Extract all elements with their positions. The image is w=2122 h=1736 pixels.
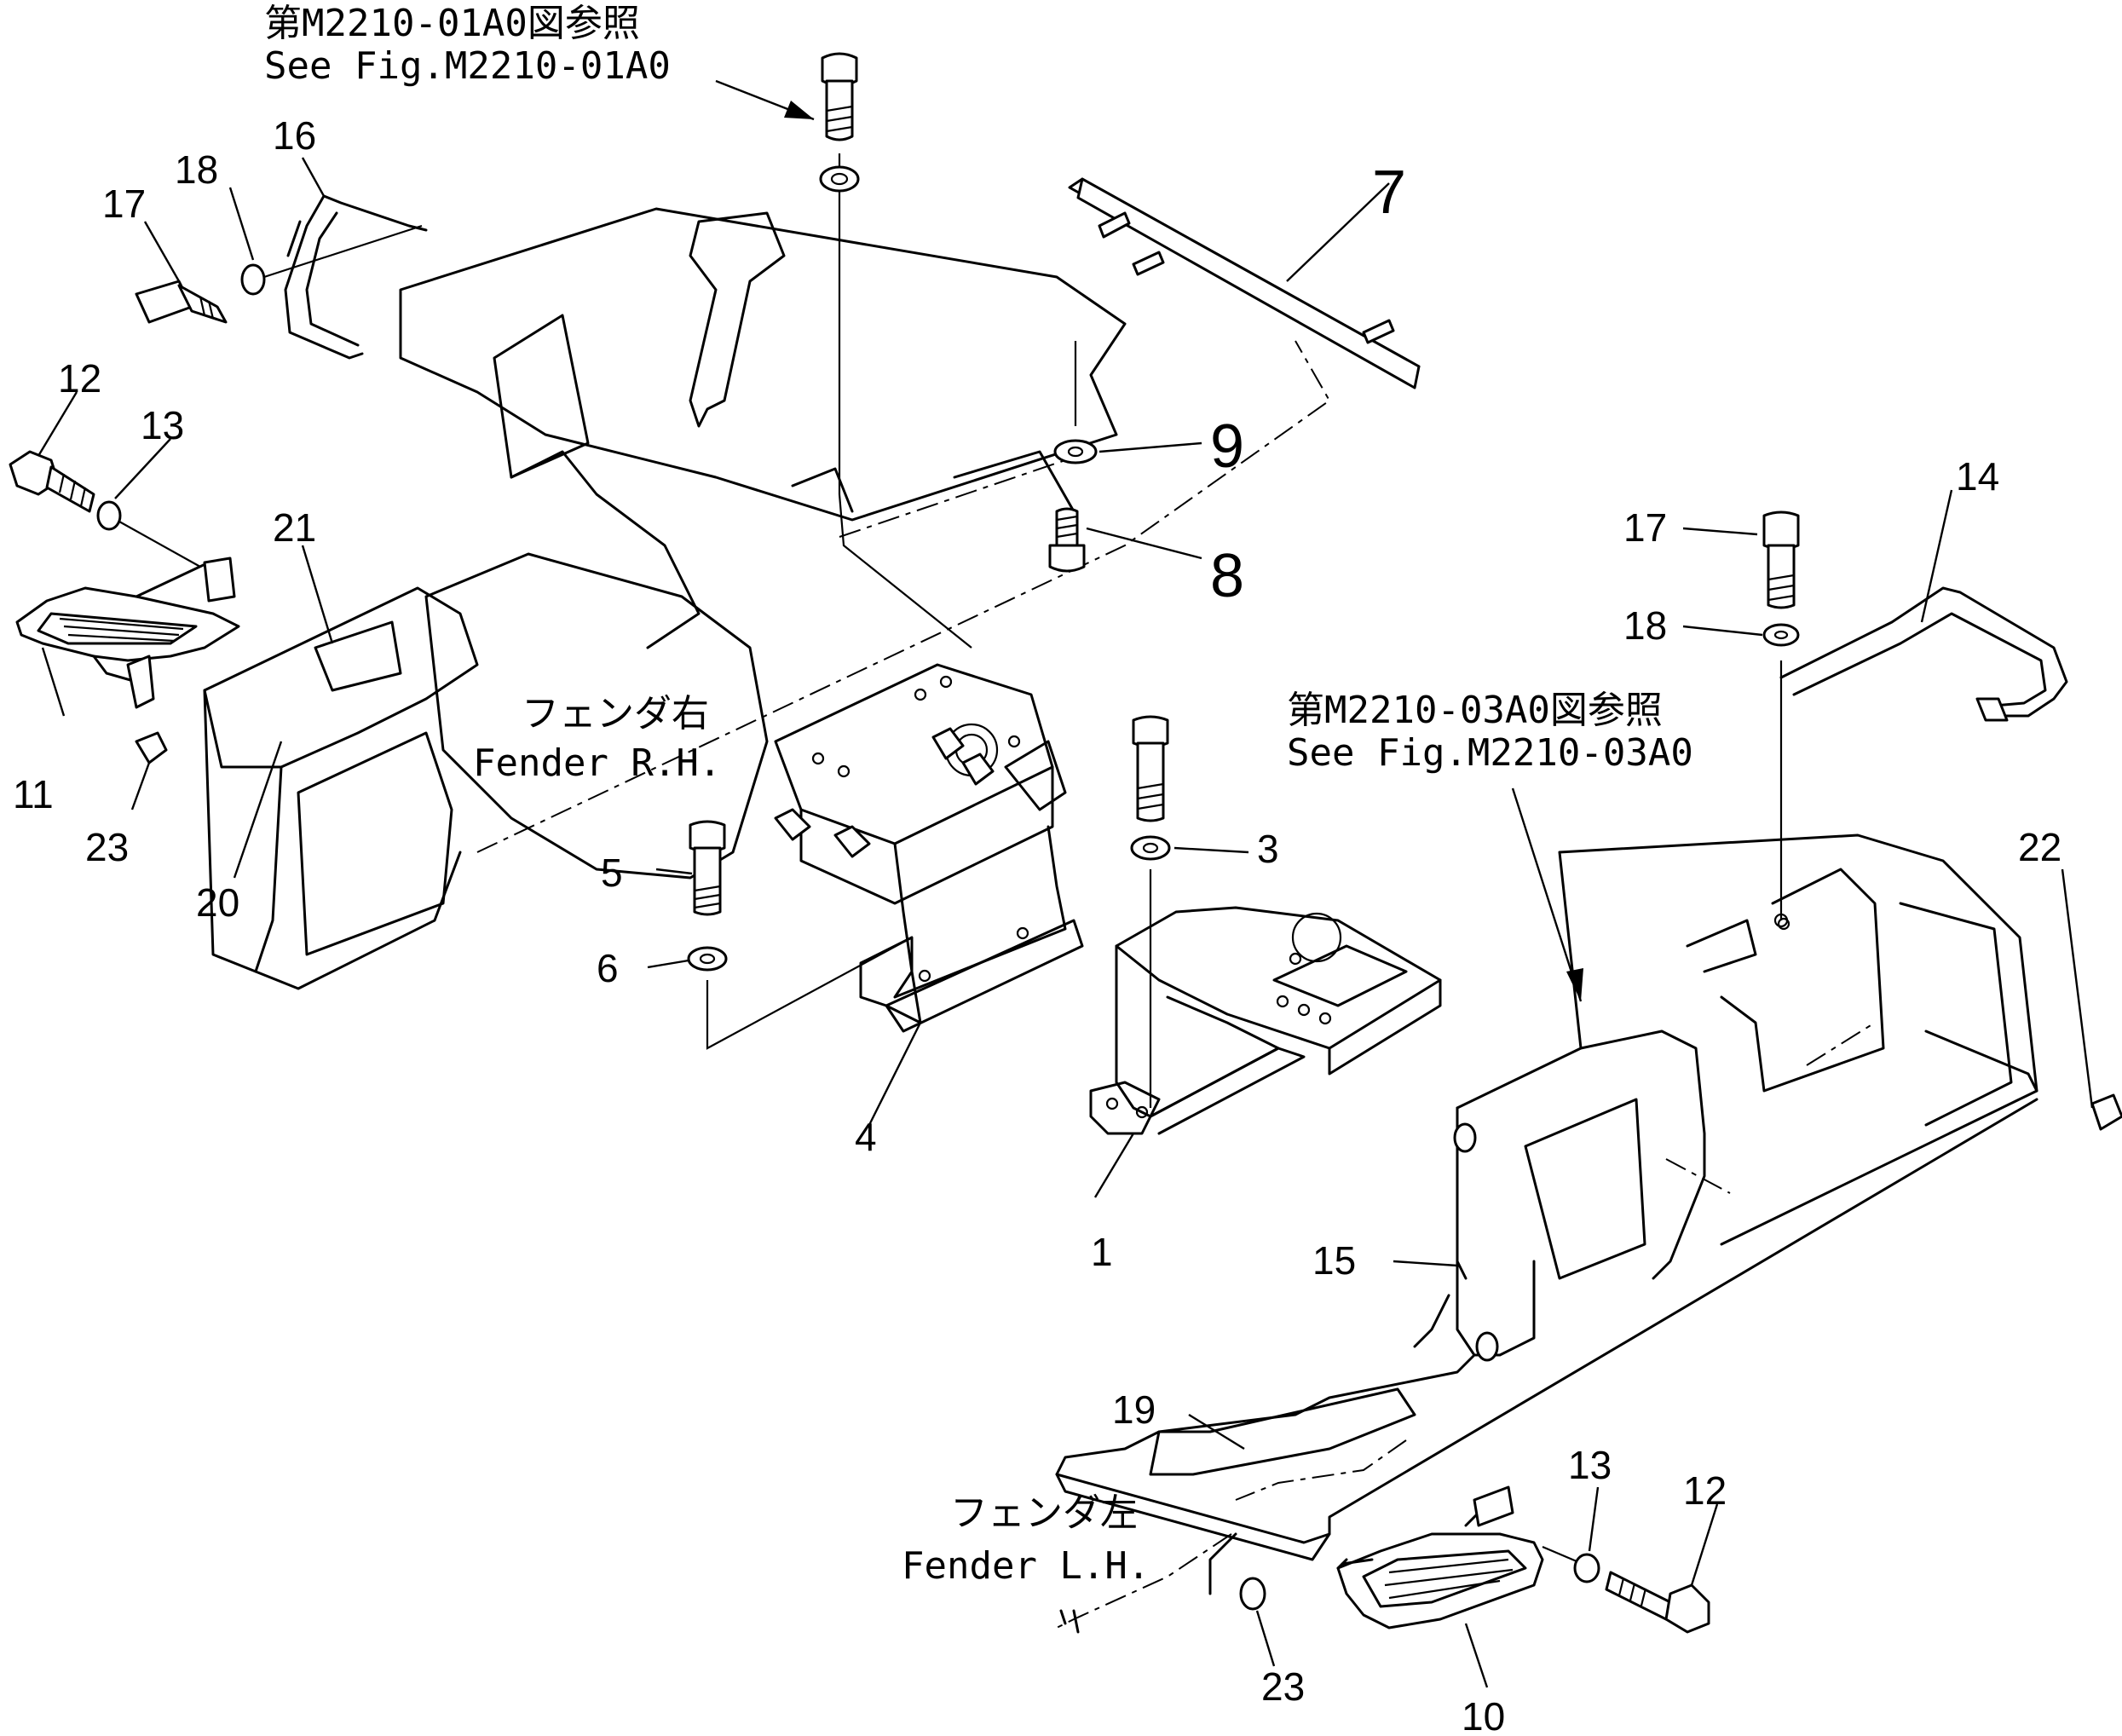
callout-18-right: 18	[1623, 603, 1667, 648]
callout-17-left: 17	[102, 182, 146, 226]
washer-part-13-right	[1573, 1553, 1600, 1583]
bolt-part-17-right	[1762, 510, 1800, 609]
callout-22: 22	[2018, 825, 2061, 869]
reference-note-right: 第M2210-03A0図参照 See Fig.M2210-03A0	[1287, 689, 1693, 775]
hidden-line	[118, 521, 201, 568]
washer-hole	[1773, 630, 1789, 640]
callout-23-left: 23	[85, 825, 129, 869]
callout-numbers: 1 3 4 5 6 7 8 9 10 11 12 12 13 13 14 15 …	[13, 113, 2061, 1736]
handrail-part-16	[284, 194, 428, 360]
fender-lh	[1055, 833, 2038, 1634]
bolt-part-3	[1132, 715, 1169, 822]
fender-lh-label: フェンダ左 Fender L.H.	[902, 1491, 1150, 1588]
washer-hole	[1142, 842, 1159, 854]
washer-part-3	[1130, 835, 1171, 861]
bolt-part-8	[1048, 507, 1086, 573]
callout-8: 8	[1210, 542, 1244, 610]
svg-text:See Fig.M2210-01A0: See Fig.M2210-01A0	[264, 44, 671, 88]
svg-text:フェンダ左: フェンダ左	[950, 1491, 1138, 1535]
callout-4: 4	[855, 1115, 877, 1159]
fender-rh-label: フェンダ右 Fender R.H.	[473, 692, 721, 785]
handrail-part-16-inner	[305, 211, 360, 347]
washer-part-18-right	[1762, 623, 1800, 647]
bolt-hole	[1773, 913, 1789, 928]
bracket-part-7	[1068, 177, 1421, 389]
svg-text:Fender L.H.: Fender L.H.	[902, 1544, 1150, 1588]
callout-6: 6	[597, 946, 619, 990]
callout-10: 10	[1462, 1694, 1505, 1736]
hidden-line	[706, 937, 913, 1050]
callout-20: 20	[196, 880, 239, 925]
svg-text:第M2210-03A0図参照: 第M2210-03A0図参照	[1287, 689, 1663, 732]
callout-5: 5	[601, 851, 623, 895]
bolt-part-5	[689, 820, 726, 916]
callout-23-right: 23	[1261, 1664, 1305, 1709]
callout-11: 11	[13, 772, 54, 816]
bracket-part-1	[1089, 906, 1442, 1135]
washer-part-9	[1053, 439, 1098, 464]
plug-part-23-left	[135, 731, 168, 764]
washer-part-18-left	[240, 263, 266, 296]
svg-text:See Fig.M2210-03A0: See Fig.M2210-03A0	[1287, 731, 1693, 775]
plug-part-22	[2090, 1093, 2122, 1131]
svg-text:フェンダ右: フェンダ右	[522, 692, 709, 735]
washer-part-13-left	[96, 500, 122, 531]
callout-21: 21	[273, 505, 316, 550]
callout-13-left: 13	[141, 403, 184, 447]
bracket-part-4	[774, 663, 1084, 1033]
leader-lines	[37, 157, 2094, 1688]
fender-rh	[203, 207, 1331, 990]
reference-note-top: 第M2210-01A0図参照 See Fig.M2210-01A0	[264, 2, 671, 88]
hidden-line	[263, 224, 423, 279]
step-part-10	[1336, 1485, 1544, 1629]
step-part-11	[15, 557, 240, 709]
callout-12-right: 12	[1683, 1468, 1727, 1513]
bolt-part-12-right	[1605, 1571, 1710, 1634]
svg-text:Fender R.H.: Fender R.H.	[473, 741, 721, 785]
callout-19: 19	[1112, 1387, 1156, 1432]
callout-1: 1	[1091, 1230, 1113, 1274]
washer-part-6	[687, 946, 728, 972]
hidden-line	[838, 153, 972, 649]
reference-arrow-right	[1511, 787, 1583, 1002]
bolt-top	[819, 52, 860, 193]
callout-9: 9	[1210, 412, 1244, 481]
handrail-part-14	[1779, 586, 2068, 722]
washer-hole	[699, 953, 716, 965]
bolt-part-12-left	[9, 450, 95, 513]
washer-hole	[1067, 446, 1084, 458]
callout-17-right: 17	[1623, 505, 1667, 550]
callout-3: 3	[1257, 827, 1279, 871]
callout-16: 16	[273, 113, 316, 158]
callout-12-left: 12	[58, 356, 101, 401]
bolt-part-17-left	[135, 280, 228, 324]
hidden-line	[1542, 1545, 1577, 1563]
callout-13-right: 13	[1568, 1443, 1612, 1487]
callout-14: 14	[1956, 454, 1999, 499]
svg-text:第M2210-01A0図参照: 第M2210-01A0図参照	[264, 2, 640, 45]
arrowhead-icon	[784, 101, 814, 119]
plug-part-23-right	[1239, 1577, 1266, 1611]
callout-15: 15	[1312, 1238, 1356, 1283]
center-line	[839, 459, 1066, 538]
callout-18-left: 18	[175, 147, 218, 192]
callout-7: 7	[1372, 159, 1406, 227]
